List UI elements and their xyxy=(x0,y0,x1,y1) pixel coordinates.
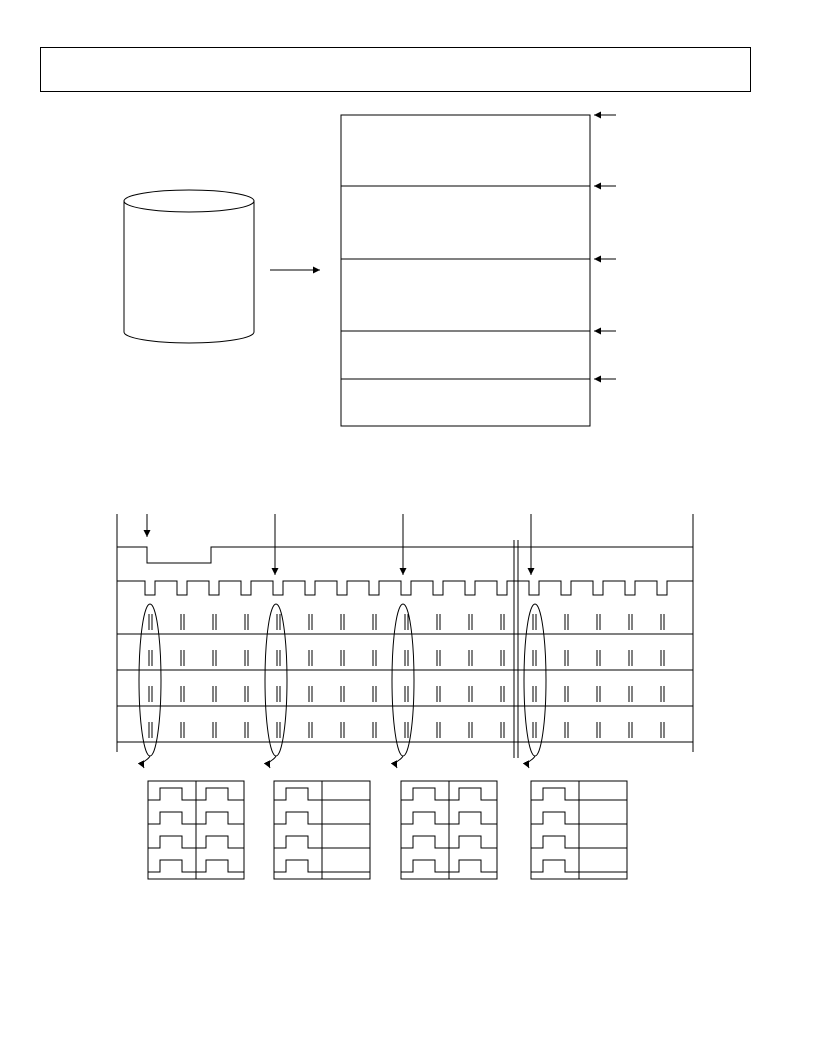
zoom-box-1 xyxy=(147,780,245,880)
zoom-waveform xyxy=(274,787,370,801)
zoom-waveform xyxy=(401,859,497,873)
zoom-waveform xyxy=(531,859,627,873)
zoom-waveform xyxy=(531,787,627,801)
zoom-waveform xyxy=(148,811,244,825)
timing-diagram xyxy=(116,514,694,769)
storage-cylinder xyxy=(123,189,255,344)
zoom-waveform xyxy=(148,787,244,801)
zoom-boxes xyxy=(147,780,628,880)
zoom-hook-1 xyxy=(137,755,151,769)
zoom-box-4 xyxy=(530,780,628,880)
zoom-waveform xyxy=(274,859,370,873)
zoom-waveform xyxy=(148,859,244,873)
zoom-hook-2 xyxy=(263,755,277,769)
sample-highlight-3 xyxy=(391,603,415,757)
sample-highlight-1 xyxy=(138,603,162,757)
zoom-waveform xyxy=(531,835,627,849)
zoom-box-3 xyxy=(400,780,498,880)
frame-sync-signal xyxy=(117,546,693,564)
zoom-waveform xyxy=(401,811,497,825)
zoom-waveform xyxy=(401,835,497,849)
sample-highlight-2 xyxy=(264,603,288,757)
zoom-waveform xyxy=(274,835,370,849)
sample-highlight-4 xyxy=(523,603,547,757)
zoom-waveform xyxy=(531,811,627,825)
zoom-waveform xyxy=(148,835,244,849)
zoom-waveform xyxy=(401,787,497,801)
block-pointer-arrows xyxy=(594,111,616,383)
zoom-hook-3 xyxy=(390,755,404,769)
zoom-box-2 xyxy=(273,780,371,880)
block-stack xyxy=(340,114,591,427)
zoom-waveform xyxy=(274,811,370,825)
zoom-hook-4 xyxy=(522,755,536,769)
clock-signal xyxy=(117,580,693,596)
header-frame xyxy=(40,47,751,92)
